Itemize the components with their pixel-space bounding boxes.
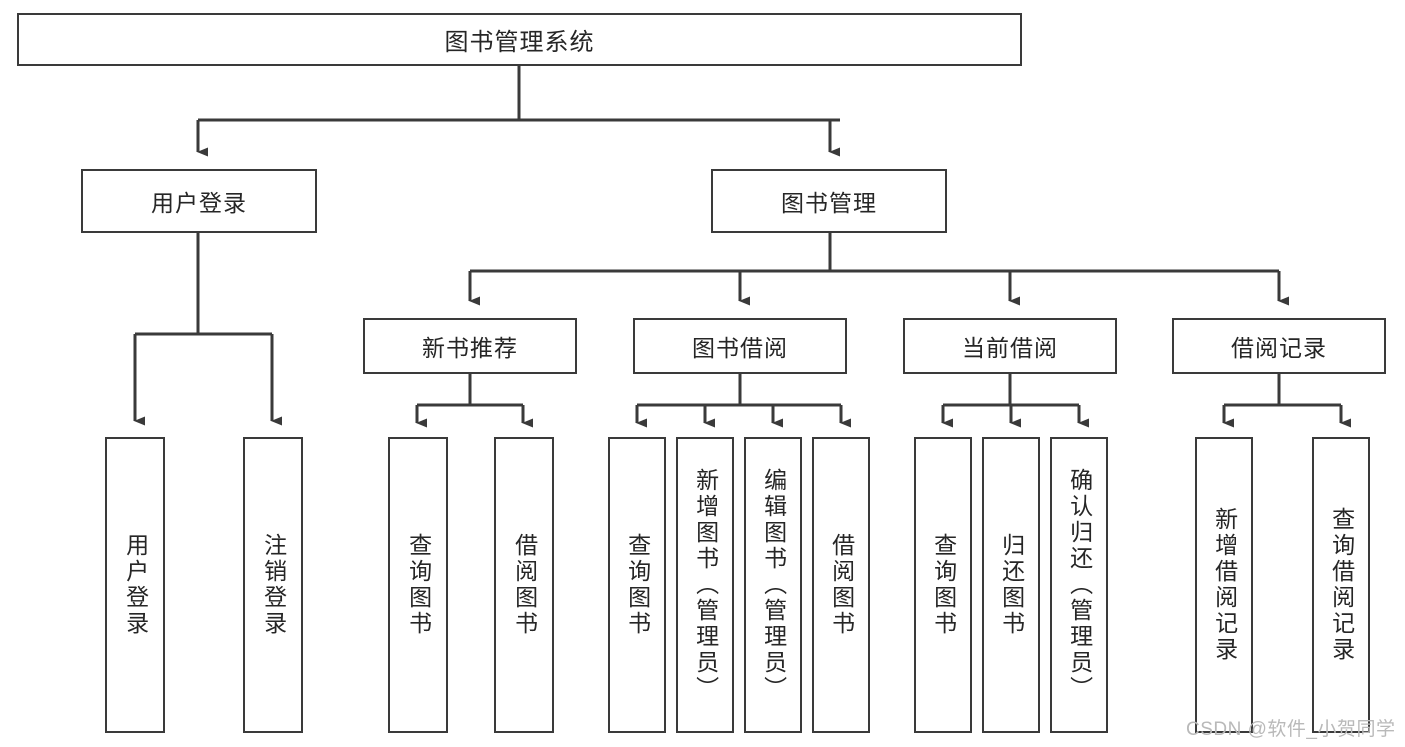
node-label: 图书管理系统 [444, 29, 595, 56]
node-label: 当前借阅 [962, 335, 1058, 361]
node-leaf-borrow-book-1[interactable]: 借阅图书 [494, 437, 554, 733]
node-book-manage[interactable]: 图书管理 [711, 169, 947, 233]
node-label: 查询借阅记录 [1328, 507, 1355, 663]
watermark-label: CSDN @软件_小贺同学 [1186, 719, 1396, 740]
node-book-borrow[interactable]: 图书借阅 [633, 318, 847, 374]
node-label: 编辑图书（管理员） [760, 468, 787, 702]
node-leaf-add-record[interactable]: 新增借阅记录 [1195, 437, 1253, 733]
node-user-login[interactable]: 用户登录 [81, 169, 317, 233]
node-leaf-query-record[interactable]: 查询借阅记录 [1312, 437, 1370, 733]
node-label: 确认归还（管理员） [1066, 468, 1093, 702]
node-borrow-record[interactable]: 借阅记录 [1172, 318, 1386, 374]
node-label: 借阅图书 [828, 533, 855, 637]
node-label: 注销登录 [260, 533, 287, 637]
node-root-system[interactable]: 图书管理系统 [17, 13, 1022, 66]
node-label: 新增借阅记录 [1211, 507, 1238, 663]
node-label: 查询图书 [405, 533, 432, 637]
node-leaf-edit-book[interactable]: 编辑图书（管理员） [744, 437, 802, 733]
node-leaf-confirm-return[interactable]: 确认归还（管理员） [1050, 437, 1108, 733]
node-label: 借阅图书 [511, 533, 538, 637]
node-leaf-user-logout[interactable]: 注销登录 [243, 437, 303, 733]
node-leaf-query-book-1[interactable]: 查询图书 [388, 437, 448, 733]
node-label: 图书管理 [781, 190, 877, 216]
node-label: 图书借阅 [692, 335, 788, 361]
node-label: 查询图书 [624, 533, 651, 637]
node-leaf-query-book-3[interactable]: 查询图书 [914, 437, 972, 733]
node-label: 查询图书 [930, 533, 957, 637]
node-label: 用户登录 [151, 190, 247, 216]
node-leaf-borrow-book-2[interactable]: 借阅图书 [812, 437, 870, 733]
node-label: 新书推荐 [422, 335, 518, 361]
node-label: 用户登录 [122, 533, 149, 637]
node-leaf-query-book-2[interactable]: 查询图书 [608, 437, 666, 733]
node-label: 归还图书 [998, 533, 1025, 637]
node-label: 新增图书（管理员） [692, 468, 719, 702]
node-leaf-user-login[interactable]: 用户登录 [105, 437, 165, 733]
node-leaf-add-book[interactable]: 新增图书（管理员） [676, 437, 734, 733]
node-new-book-recommend[interactable]: 新书推荐 [363, 318, 577, 374]
node-current-borrow[interactable]: 当前借阅 [903, 318, 1117, 374]
node-leaf-return-book[interactable]: 归还图书 [982, 437, 1040, 733]
node-label: 借阅记录 [1231, 335, 1327, 361]
